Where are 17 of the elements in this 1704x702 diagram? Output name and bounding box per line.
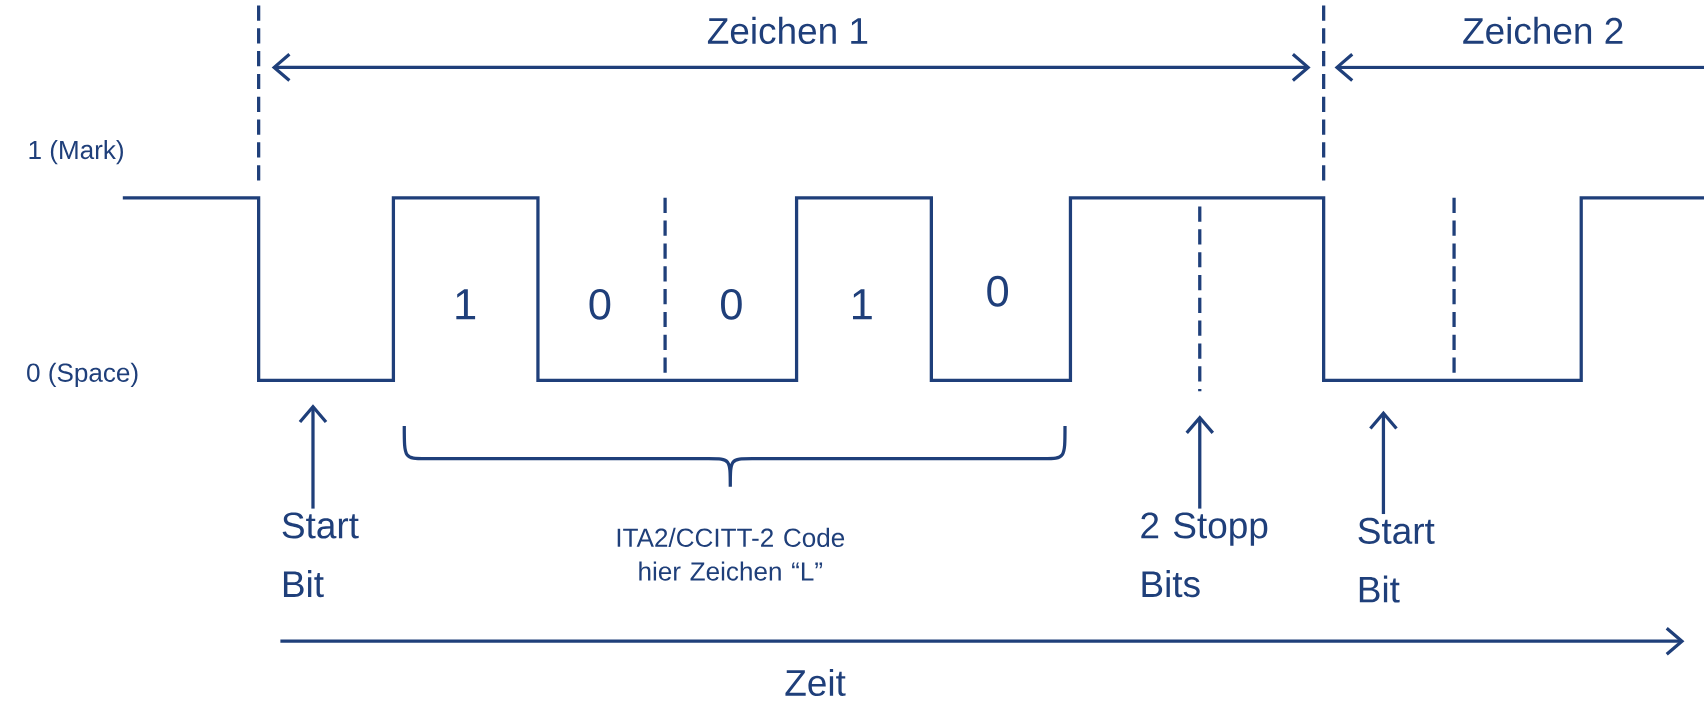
bit-value: 0 bbox=[721, 288, 742, 320]
bit-value: 1 bbox=[853, 289, 872, 320]
level-label: 1 (Mark) bbox=[29, 140, 123, 165]
arrow bbox=[298, 404, 328, 509]
axis-label: Zeit bbox=[785, 668, 846, 697]
bit-value: 0 bbox=[987, 275, 1009, 307]
level-label: 0 (Space) bbox=[27, 362, 138, 388]
bracket-label: ITA2/CCITT-2 Code hier Zeichen “L” bbox=[617, 527, 845, 581]
arrow bbox=[1369, 410, 1398, 514]
annotation-label: Start Bit bbox=[282, 512, 359, 598]
bit-value: 0 bbox=[589, 288, 611, 320]
dimension-label: Zeichen 1 bbox=[707, 16, 868, 44]
annotation-label: 2 Stopp Bits bbox=[1141, 512, 1268, 598]
arrow bbox=[1185, 415, 1215, 509]
bit-value: 1 bbox=[456, 289, 476, 320]
dimension-label: Zeichen 2 bbox=[1463, 16, 1623, 44]
annotation-label: Start Bit bbox=[1358, 517, 1435, 603]
